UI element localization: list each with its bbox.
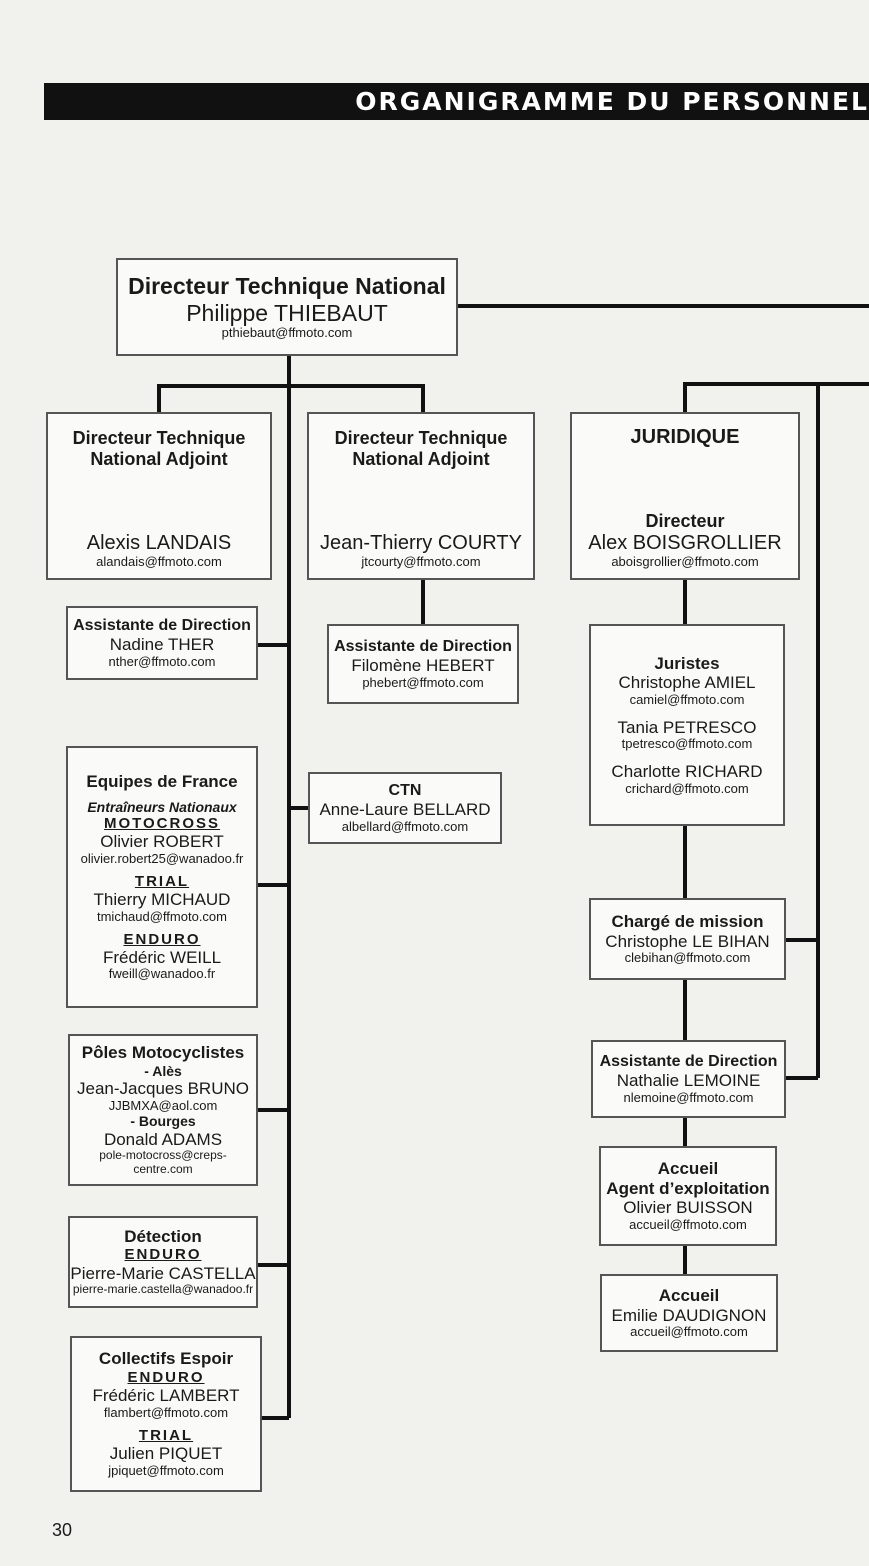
collectifs-title: Collectifs Espoir (98, 1349, 234, 1369)
collectifs-email: flambert@ffmoto.com (103, 1404, 229, 1420)
charge-name: Christophe LE BIHAN (605, 931, 770, 951)
juriste-name: Charlotte RICHARD (611, 762, 763, 782)
accueil1-email: accueil@ffmoto.com (629, 1216, 747, 1232)
poles-name: Jean-Jacques BRUNO (77, 1078, 249, 1098)
adjoint1-name: Alexis LANDAIS (86, 532, 232, 555)
equipes-title: Equipes de France (86, 771, 238, 791)
poles-email: pole-motocross@creps-centre.com (99, 1148, 227, 1176)
adjoint2-title-line1: Directeur Technique (334, 428, 508, 448)
detection-box: Détection ENDURO Pierre-Marie CASTELLA p… (68, 1216, 258, 1308)
dtn-title: Directeur Technique National (128, 273, 446, 300)
page-title-banner: ORGANIGRAMME DU PERSONNEL (44, 83, 869, 120)
adjoint1-title-line2: National Adjoint (90, 448, 228, 469)
adjoint2-box: Directeur Technique National Adjoint Jea… (307, 412, 535, 580)
accueil1-title1: Accueil (657, 1159, 719, 1179)
assistante3-name: Nathalie LEMOINE (616, 1070, 761, 1090)
page-title: ORGANIGRAMME DU PERSONNEL (355, 87, 869, 116)
assistante1-box: Assistante de Direction Nadine THER nthe… (66, 606, 258, 680)
juriste-email: camiel@ffmoto.com (629, 691, 745, 707)
assistante2-name: Filomène HEBERT (351, 655, 495, 675)
assistante2-box: Assistante de Direction Filomène HEBERT … (327, 624, 519, 704)
juristes-box: Juristes Christophe AMIEL camiel@ffmoto.… (589, 624, 785, 826)
assistante3-box: Assistante de Direction Nathalie LEMOINE… (591, 1040, 786, 1118)
assistante3-title: Assistante de Direction (599, 1052, 778, 1070)
page-number: 30 (52, 1520, 73, 1540)
equipes-section-label: MOTOCROSS (103, 815, 221, 833)
collectifs-name: Julien PIQUET (109, 1444, 223, 1464)
poles-site: - Bourges (130, 1113, 196, 1130)
detection-name: Pierre-Marie CASTELLA (70, 1263, 256, 1283)
collectifs-email: jpiquet@ffmoto.com (108, 1462, 224, 1478)
collectifs-section-label: TRIAL (138, 1426, 194, 1444)
detection-section: ENDURO (124, 1246, 202, 1264)
juridique-branch-line (683, 382, 869, 412)
equipes-box: Equipes de France Entraîneurs Nationaux … (66, 746, 258, 1008)
assistante3-email: nlemoine@ffmoto.com (623, 1089, 754, 1105)
collectifs-name: Frédéric LAMBERT (92, 1386, 240, 1406)
collectifs-section-label: ENDURO (127, 1369, 205, 1387)
poles-site: - Alès (144, 1062, 182, 1079)
assistante1-email: nther@ffmoto.com (108, 653, 216, 669)
accueil2-box: Accueil Emilie DAUDIGNON accueil@ffmoto.… (600, 1274, 778, 1352)
adjoint-branch-line (157, 384, 425, 412)
juriste-name: Christophe AMIEL (618, 673, 756, 693)
juriste-email: crichard@ffmoto.com (625, 780, 749, 796)
detection-email: pierre-marie.castella@wanadoo.fr (72, 1282, 254, 1297)
charge-title: Chargé de mission (611, 911, 764, 931)
charge-box: Chargé de mission Christophe LE BIHAN cl… (589, 898, 786, 980)
collectifs-box: Collectifs Espoir ENDURO Frédéric LAMBER… (70, 1336, 262, 1492)
adjoint1-box: Directeur Technique National Adjoint Ale… (46, 412, 272, 580)
poles-name: Donald ADAMS (103, 1129, 223, 1149)
equipes-subtitle: Entraîneurs Nationaux (87, 799, 237, 816)
accueil2-email: accueil@ffmoto.com (630, 1324, 748, 1340)
poles-title: Pôles Motocyclistes (81, 1043, 245, 1063)
assistante1-name: Nadine THER (109, 634, 215, 654)
ctn-title: CTN (388, 781, 422, 799)
equipes-email: fweill@wanadoo.fr (108, 966, 216, 982)
juristes-title: Juristes (654, 653, 720, 673)
juridique-role: Directeur (645, 511, 725, 532)
juridique-name: Alex BOISGROLLIER (588, 532, 782, 555)
equipes-name: Olivier ROBERT (100, 832, 224, 852)
ctn-email: albellard@ffmoto.com (341, 818, 469, 834)
adjoint2-name: Jean-Thierry COURTY (320, 532, 522, 555)
equipes-name: Frédéric WEILL (102, 947, 222, 967)
ctn-box: CTN Anne-Laure BELLARD albellard@ffmoto.… (308, 772, 502, 844)
accueil1-title2: Agent d’exploitation (606, 1178, 770, 1198)
juriste-email: tpetresco@ffmoto.com (621, 736, 753, 752)
juridique-title: JURIDIQUE (630, 426, 740, 448)
adjoint1-title-line1: Directeur Technique (72, 428, 246, 448)
dtn-name: Philippe THIEBAUT (186, 299, 388, 326)
equipes-email: tmichaud@ffmoto.com (96, 908, 227, 924)
juridique-email: aboisgrollier@ffmoto.com (611, 554, 759, 570)
detection-title: Détection (124, 1226, 202, 1246)
juriste-name: Tania PETRESCO (617, 717, 757, 737)
poles-email: JJBMXA@aol.com (108, 1097, 218, 1113)
charge-email: clebihan@ffmoto.com (624, 950, 751, 966)
equipes-email: olivier.robert25@wanadoo.fr (80, 851, 244, 867)
equipes-section-label: TRIAL (134, 872, 190, 890)
adjoint2-title-line2: National Adjoint (352, 448, 490, 469)
ctn-name: Anne-Laure BELLARD (319, 799, 491, 819)
assistante2-email: phebert@ffmoto.com (362, 674, 484, 690)
poles-box: Pôles Motocyclistes - Alès Jean-Jacques … (68, 1034, 258, 1186)
dtn-email: pthiebaut@ffmoto.com (221, 324, 353, 340)
accueil1-name: Olivier BUISSON (623, 1198, 753, 1218)
adjoint2-email: jtcourty@ffmoto.com (361, 554, 481, 570)
juridique-box: JURIDIQUE Directeur Alex BOISGROLLIER ab… (570, 412, 800, 580)
accueil2-title: Accueil (658, 1285, 720, 1305)
assistante2-title: Assistante de Direction (334, 637, 512, 655)
accueil2-name: Emilie DAUDIGNON (611, 1305, 767, 1325)
accueil1-box: Accueil Agent d’exploitation Olivier BUI… (599, 1146, 777, 1246)
assistante1-title: Assistante de Direction (73, 616, 251, 634)
equipes-name: Thierry MICHAUD (93, 890, 231, 910)
equipes-section-label: ENDURO (123, 930, 201, 948)
adjoint1-email: alandais@ffmoto.com (96, 554, 222, 570)
dtn-box: Directeur Technique National Philippe TH… (116, 258, 458, 356)
